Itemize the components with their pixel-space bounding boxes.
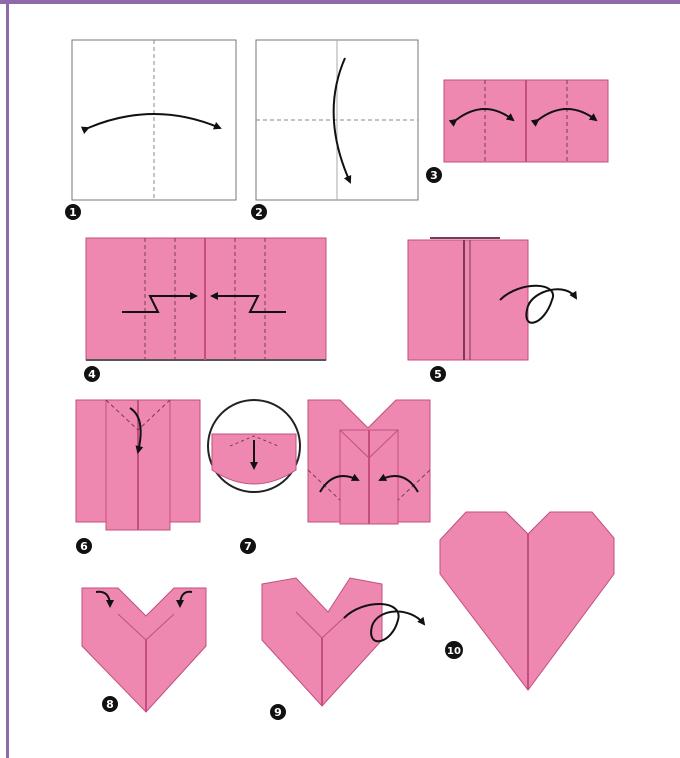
svg-text:1: 1 — [69, 206, 77, 219]
step-number-4: 4 — [84, 366, 100, 382]
step-number-8: 8 — [102, 696, 118, 712]
step-number-5: 5 — [430, 366, 446, 382]
svg-text:5: 5 — [434, 368, 442, 381]
step-number-1: 1 — [65, 204, 81, 220]
svg-text:8: 8 — [106, 698, 114, 711]
svg-text:7: 7 — [244, 540, 252, 553]
svg-text:10: 10 — [447, 646, 461, 657]
svg-text:4: 4 — [88, 368, 96, 381]
step-number-9: 9 — [270, 704, 286, 720]
step-7-folded — [308, 400, 430, 524]
svg-text:6: 6 — [80, 540, 88, 553]
step-7-detail — [208, 400, 300, 492]
svg-text:3: 3 — [430, 169, 438, 182]
step-6-folded — [76, 400, 200, 530]
step-number-3: 3 — [426, 167, 442, 183]
step-number-6: 6 — [76, 538, 92, 554]
step-number-2: 2 — [251, 204, 267, 220]
step-5-folded — [408, 238, 576, 360]
step-10-heart — [440, 512, 614, 690]
step-8-folded — [82, 588, 206, 712]
step-number-10: 10 — [445, 641, 463, 659]
step-9-folded — [262, 578, 424, 706]
step-number-7: 7 — [240, 538, 256, 554]
svg-text:2: 2 — [255, 206, 263, 219]
step-1-square — [72, 40, 236, 200]
step-4-rectangle — [86, 238, 326, 360]
step-3-rectangle — [444, 80, 608, 162]
step-2-square — [256, 40, 418, 200]
svg-text:9: 9 — [274, 706, 282, 719]
